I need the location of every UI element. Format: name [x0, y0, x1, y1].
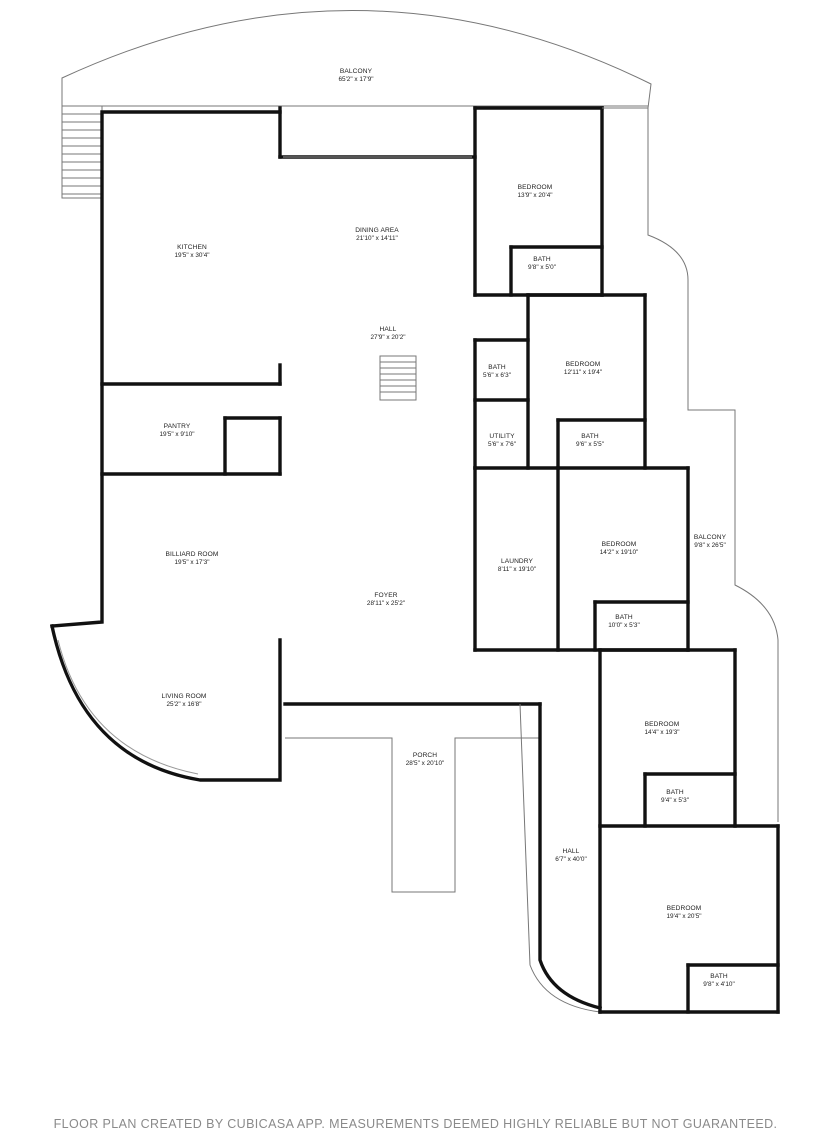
- room-name: BEDROOM: [517, 184, 553, 191]
- room-label-hall-1: HALL 27'9" x 20'2": [370, 326, 405, 342]
- room-dimensions: 14'2" x 19'10": [599, 549, 639, 556]
- room-label-bath-6: BATH 9'8" x 4'10": [703, 973, 735, 989]
- balcony-side-outline: [602, 107, 779, 822]
- room-label-laundry: LAUNDRY 8'11" x 19'10": [498, 558, 536, 574]
- room-name: KITCHEN: [177, 244, 207, 251]
- stairs-hall: [379, 355, 417, 401]
- room-label-pantry: PANTRY 19'5" x 9'10": [159, 423, 194, 439]
- room-label-bath-3: BATH 9'6" x 5'5": [576, 433, 604, 449]
- room-dimensions: 9'6" x 5'5": [576, 441, 604, 448]
- room-dimensions: 27'9" x 20'2": [370, 334, 406, 341]
- room-name: BILLIARD ROOM: [165, 551, 219, 558]
- room-label-bedroom-1: BEDROOM 13'9" x 20'4": [517, 184, 552, 200]
- room-label-balcony-side: BALCONY 9'8" x 26'5": [694, 534, 726, 550]
- room-name: BATH: [488, 364, 506, 371]
- room-dimensions: 5'6" x 7'6": [488, 441, 516, 448]
- room-label-living-room: LIVING ROOM 25'2" x 16'8": [161, 693, 206, 709]
- room-name: BEDROOM: [565, 361, 601, 368]
- room-name: HALL: [562, 848, 580, 855]
- room-dimensions: 9'8" x 5'0": [528, 264, 556, 271]
- room-dimensions: 12'11" x 19'4": [563, 369, 603, 376]
- room-name: BATH: [533, 256, 551, 263]
- stairs-top-left: [61, 105, 103, 199]
- room-dimensions: 65'2" x 17'9": [338, 76, 374, 83]
- room-dimensions: 21'10" x 14'11": [356, 235, 398, 242]
- hall-right-outline: [519, 703, 601, 1013]
- room-dimensions: 6'7" x 40'0": [555, 856, 587, 863]
- room-dimensions: 9'4" x 5'3": [661, 797, 689, 804]
- room-dimensions: 19'5" x 9'10": [159, 431, 195, 438]
- room-label-bath-1: BATH 9'8" x 5'0": [528, 256, 556, 272]
- exterior-walls: [50, 110, 282, 628]
- room-name: LIVING ROOM: [161, 693, 207, 700]
- room-name: BEDROOM: [601, 541, 637, 548]
- room-label-bath-4: BATH 10'0" x 5'3": [608, 614, 640, 630]
- room-name: PANTRY: [163, 423, 191, 430]
- balcony-top-outline: [61, 10, 652, 109]
- room-dimensions: 25'2" x 16'8": [166, 701, 202, 708]
- room-name: BALCONY: [339, 68, 373, 75]
- room-dimensions: 9'8" x 4'10": [703, 981, 735, 988]
- room-dimensions: 5'6" x 6'3": [483, 372, 511, 379]
- room-label-hall-2: HALL 6'7" x 40'0": [555, 848, 587, 864]
- room-name: BATH: [615, 614, 633, 621]
- room-name: BEDROOM: [644, 721, 680, 728]
- room-label-balcony-top: BALCONY 65'2" x 17'9": [338, 68, 373, 84]
- room-name: BALCONY: [693, 534, 727, 541]
- room-dimensions: 28'5" x 20'10": [405, 760, 445, 767]
- room-dimensions: 14'4" x 19'3": [644, 729, 680, 736]
- room-name: BATH: [581, 433, 599, 440]
- room-dimensions: 19'5" x 17'3": [174, 559, 210, 566]
- room-label-kitchen: KITCHEN 19'5" x 30'4": [174, 244, 209, 260]
- porch-outline: [285, 737, 540, 893]
- room-label-bath-2: BATH 5'6" x 6'3": [483, 364, 511, 380]
- room-label-porch: PORCH 28'5" x 20'10": [406, 752, 445, 768]
- room-dimensions: 28'11" x 25'2": [366, 600, 406, 607]
- room-dimensions: 10'0" x 5'3": [608, 622, 640, 629]
- room-label-bedroom-4: BEDROOM 14'4" x 19'3": [644, 721, 679, 737]
- room-name: UTILITY: [489, 433, 515, 440]
- living-room-walls: [49, 623, 282, 782]
- room-name: DINING AREA: [355, 227, 399, 234]
- room-label-billiard-room: BILLIARD ROOM 19'5" x 17'3": [166, 551, 219, 567]
- room-label-foyer: FOYER 28'11" x 25'2": [367, 592, 405, 608]
- room-label-bedroom-3: BEDROOM 14'2" x 19'10": [600, 541, 639, 557]
- room-name: FOYER: [374, 592, 398, 599]
- room-name: PORCH: [412, 752, 438, 759]
- room-name: BATH: [666, 789, 684, 796]
- room-label-dining-area: DINING AREA 21'10" x 14'11": [355, 227, 399, 243]
- room-name: BEDROOM: [666, 905, 702, 912]
- room-name: HALL: [379, 326, 397, 333]
- room-dimensions: 13'9" x 20'4": [517, 192, 553, 199]
- room-dimensions: 9'8" x 26'5": [694, 542, 726, 549]
- room-label-bedroom-2: BEDROOM 12'11" x 19'4": [564, 361, 602, 377]
- room-dimensions: 19'4" x 20'5": [666, 913, 702, 920]
- room-label-bedroom-5: BEDROOM 19'4" x 20'5": [666, 905, 701, 921]
- room-label-utility: UTILITY 5'6" x 7'6": [488, 433, 516, 449]
- room-name: BATH: [710, 973, 728, 980]
- disclaimer-footer: FLOOR PLAN CREATED BY CUBICASA APP. MEAS…: [53, 1117, 778, 1130]
- room-dimensions: 8'11" x 19'10": [497, 566, 537, 573]
- room-dimensions: 19'5" x 30'4": [174, 252, 210, 259]
- room-name: LAUNDRY: [500, 558, 534, 565]
- room-label-bath-5: BATH 9'4" x 5'3": [661, 789, 689, 805]
